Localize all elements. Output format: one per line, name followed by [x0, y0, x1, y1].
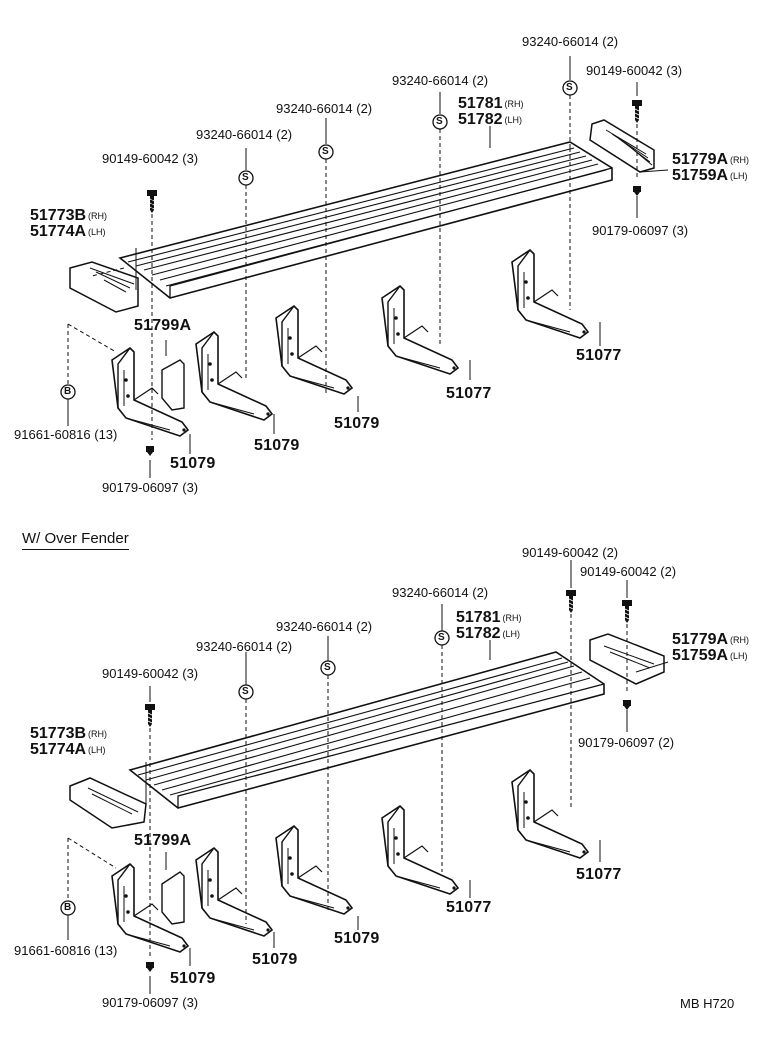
callout-93240-mid: 93240-66014 (2) [392, 73, 489, 88]
callout-90179-bottom-b: 90179-06097 (3) [102, 995, 199, 1010]
callout-90179-bottom-top: 90179-06097 (3) [102, 480, 199, 495]
top-rear-step-cap [69, 261, 139, 313]
callout-51799a-top: 51799A [134, 317, 192, 334]
top-leader-lines [67, 56, 669, 478]
b-symbol: B [64, 386, 72, 397]
callout-51079-c-bottom: 51079 [334, 930, 380, 947]
top-front-step-cap [589, 119, 655, 173]
bottom-brackets [111, 769, 589, 953]
figure-code: MB H720 [680, 996, 735, 1011]
callout-51077-mid-top: 51077 [446, 385, 492, 402]
callout-93240-right-b: 93240-66014 (2) [392, 585, 489, 600]
s-symbol: S [242, 686, 249, 697]
callout-90179-right-b: 90179-06097 (2) [578, 735, 675, 750]
callout-93240-left-mid: 93240-66014 (2) [276, 101, 373, 116]
s-symbol: S [436, 116, 443, 127]
s-symbol: S [438, 632, 445, 643]
callout-93240-mid-b: 93240-66014 (2) [276, 619, 373, 634]
callout-front-cap-bottom: 51779A(RH) 51759A(LH) [672, 631, 750, 664]
callout-51799a-bottom: 51799A [134, 832, 192, 849]
bottom-leader-lines [67, 560, 669, 994]
callout-93240-top-right: 93240-66014 (2) [522, 34, 619, 49]
b-symbol: B [64, 902, 72, 913]
callout-93240-left: 93240-66014 (2) [196, 127, 293, 142]
bottom-running-board [128, 651, 605, 809]
s-symbol: S [324, 662, 331, 673]
bottom-rear-step-cap [69, 777, 147, 829]
callout-51079-d-bottom: 51079 [170, 970, 216, 987]
callout-90149-left-b: 90149-60042 (3) [102, 666, 199, 681]
top-running-board [118, 141, 613, 299]
callout-91661-bottom: 91661-60816 (13) [14, 943, 118, 958]
top-brackets [111, 249, 589, 437]
callout-51077-right-top: 51077 [576, 347, 622, 364]
callout-51079-b-bottom: 51079 [252, 951, 298, 968]
callout-90149-top-right-2-b: 90149-60042 (2) [580, 564, 677, 579]
callout-front-cap-top: 51779A(RH) 51759A(LH) [672, 151, 750, 184]
s-symbol: S [242, 172, 249, 183]
s-symbol: S [566, 82, 573, 93]
callout-93240-left-b: 93240-66014 (2) [196, 639, 293, 654]
callout-51079-c-top: 51079 [334, 415, 380, 432]
callout-rear-cap-top: 51773B(RH) 51774A(LH) [30, 207, 108, 240]
callout-rear-cap-bottom: 51773B(RH) 51774A(LH) [30, 725, 108, 758]
callout-51077-mid-bottom: 51077 [446, 899, 492, 916]
callout-51079-d-top: 51079 [170, 455, 216, 472]
callout-90149-top-right-b: 90149-60042 (2) [522, 545, 619, 560]
section-title-over-fender: W/ Over Fender [22, 530, 129, 550]
callout-90179-right: 90179-06097 (3) [592, 223, 689, 238]
callout-90149-left: 90149-60042 (3) [102, 151, 199, 166]
callout-step-board-bottom: 51781(RH) 51782(LH) [456, 609, 522, 642]
callout-51079-b-top: 51079 [254, 437, 300, 454]
callout-91661-top: 91661-60816 (13) [14, 427, 118, 442]
callout-51077-right-bottom: 51077 [576, 866, 622, 883]
callout-step-board-top: 51781(RH) 51782(LH) [458, 95, 524, 128]
s-symbol: S [322, 146, 329, 157]
callout-90149-top-right: 90149-60042 (3) [586, 63, 683, 78]
